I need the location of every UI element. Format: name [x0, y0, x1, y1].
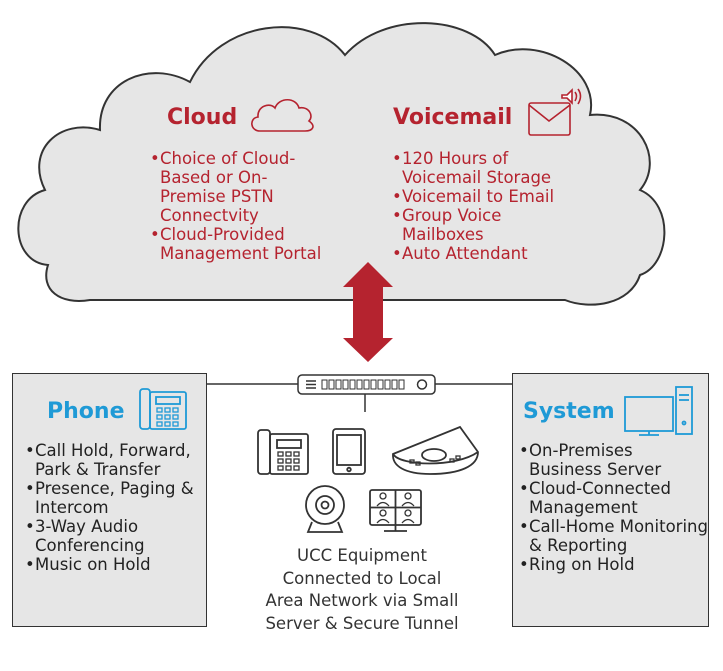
tablet-icon: [332, 428, 366, 475]
list-item: 120 Hours of Voicemail Storage: [392, 149, 572, 187]
phone-heading: Phone: [47, 399, 125, 424]
cloud-icon: [251, 98, 314, 132]
voicemail-heading: Voicemail: [393, 105, 513, 130]
monitor-tower-icon: [624, 386, 693, 436]
list-item: Choice of Cloud-Based or On-Premise PSTN…: [150, 149, 325, 225]
system-box: System On-Premises Business Server Cloud…: [512, 373, 709, 627]
server-switch-icon: [297, 374, 436, 395]
list-item: Presence, Paging & Intercom: [25, 479, 205, 517]
list-item: Cloud-Connected Management: [519, 479, 709, 517]
list-item: Voicemail to Email: [392, 187, 572, 206]
list-item: 3-Way Audio Conferencing: [25, 517, 205, 555]
conference-phone-icon: [392, 425, 479, 475]
list-item: Cloud-Provided Management Portal: [150, 225, 325, 263]
system-heading: System: [523, 399, 615, 424]
envelope-speaker-icon: [528, 88, 582, 136]
cloud-heading: Cloud: [167, 105, 238, 130]
list-item: Music on Hold: [25, 555, 205, 574]
equipment-caption: UCC Equipment Connected to Local Area Ne…: [265, 546, 459, 633]
video-conference-icon: [369, 489, 422, 532]
list-item: On-Premises Business Server: [519, 441, 709, 479]
cloud-feature-list: Choice of Cloud-Based or On-Premise PSTN…: [150, 149, 325, 263]
list-item: Group Voice Mailboxes: [392, 206, 572, 244]
list-item: Call-Home Monitoring & Reporting: [519, 517, 709, 555]
desk-phone-icon: [139, 388, 187, 430]
webcam-icon: [305, 485, 345, 533]
phone-feature-list: Call Hold, Forward, Park & Transfer Pres…: [25, 441, 205, 574]
list-item: Ring on Hold: [519, 555, 709, 574]
phone-box: Phone Call Hold, Forward, Park & Transfe…: [12, 373, 207, 627]
system-feature-list: On-Premises Business Server Cloud-Connec…: [519, 441, 709, 574]
list-item: Auto Attendant: [392, 244, 572, 263]
voicemail-feature-list: 120 Hours of Voicemail Storage Voicemail…: [392, 149, 572, 263]
bidirectional-arrow: [343, 262, 393, 362]
list-item: Call Hold, Forward, Park & Transfer: [25, 441, 205, 479]
desk-phone-icon: [257, 429, 309, 475]
